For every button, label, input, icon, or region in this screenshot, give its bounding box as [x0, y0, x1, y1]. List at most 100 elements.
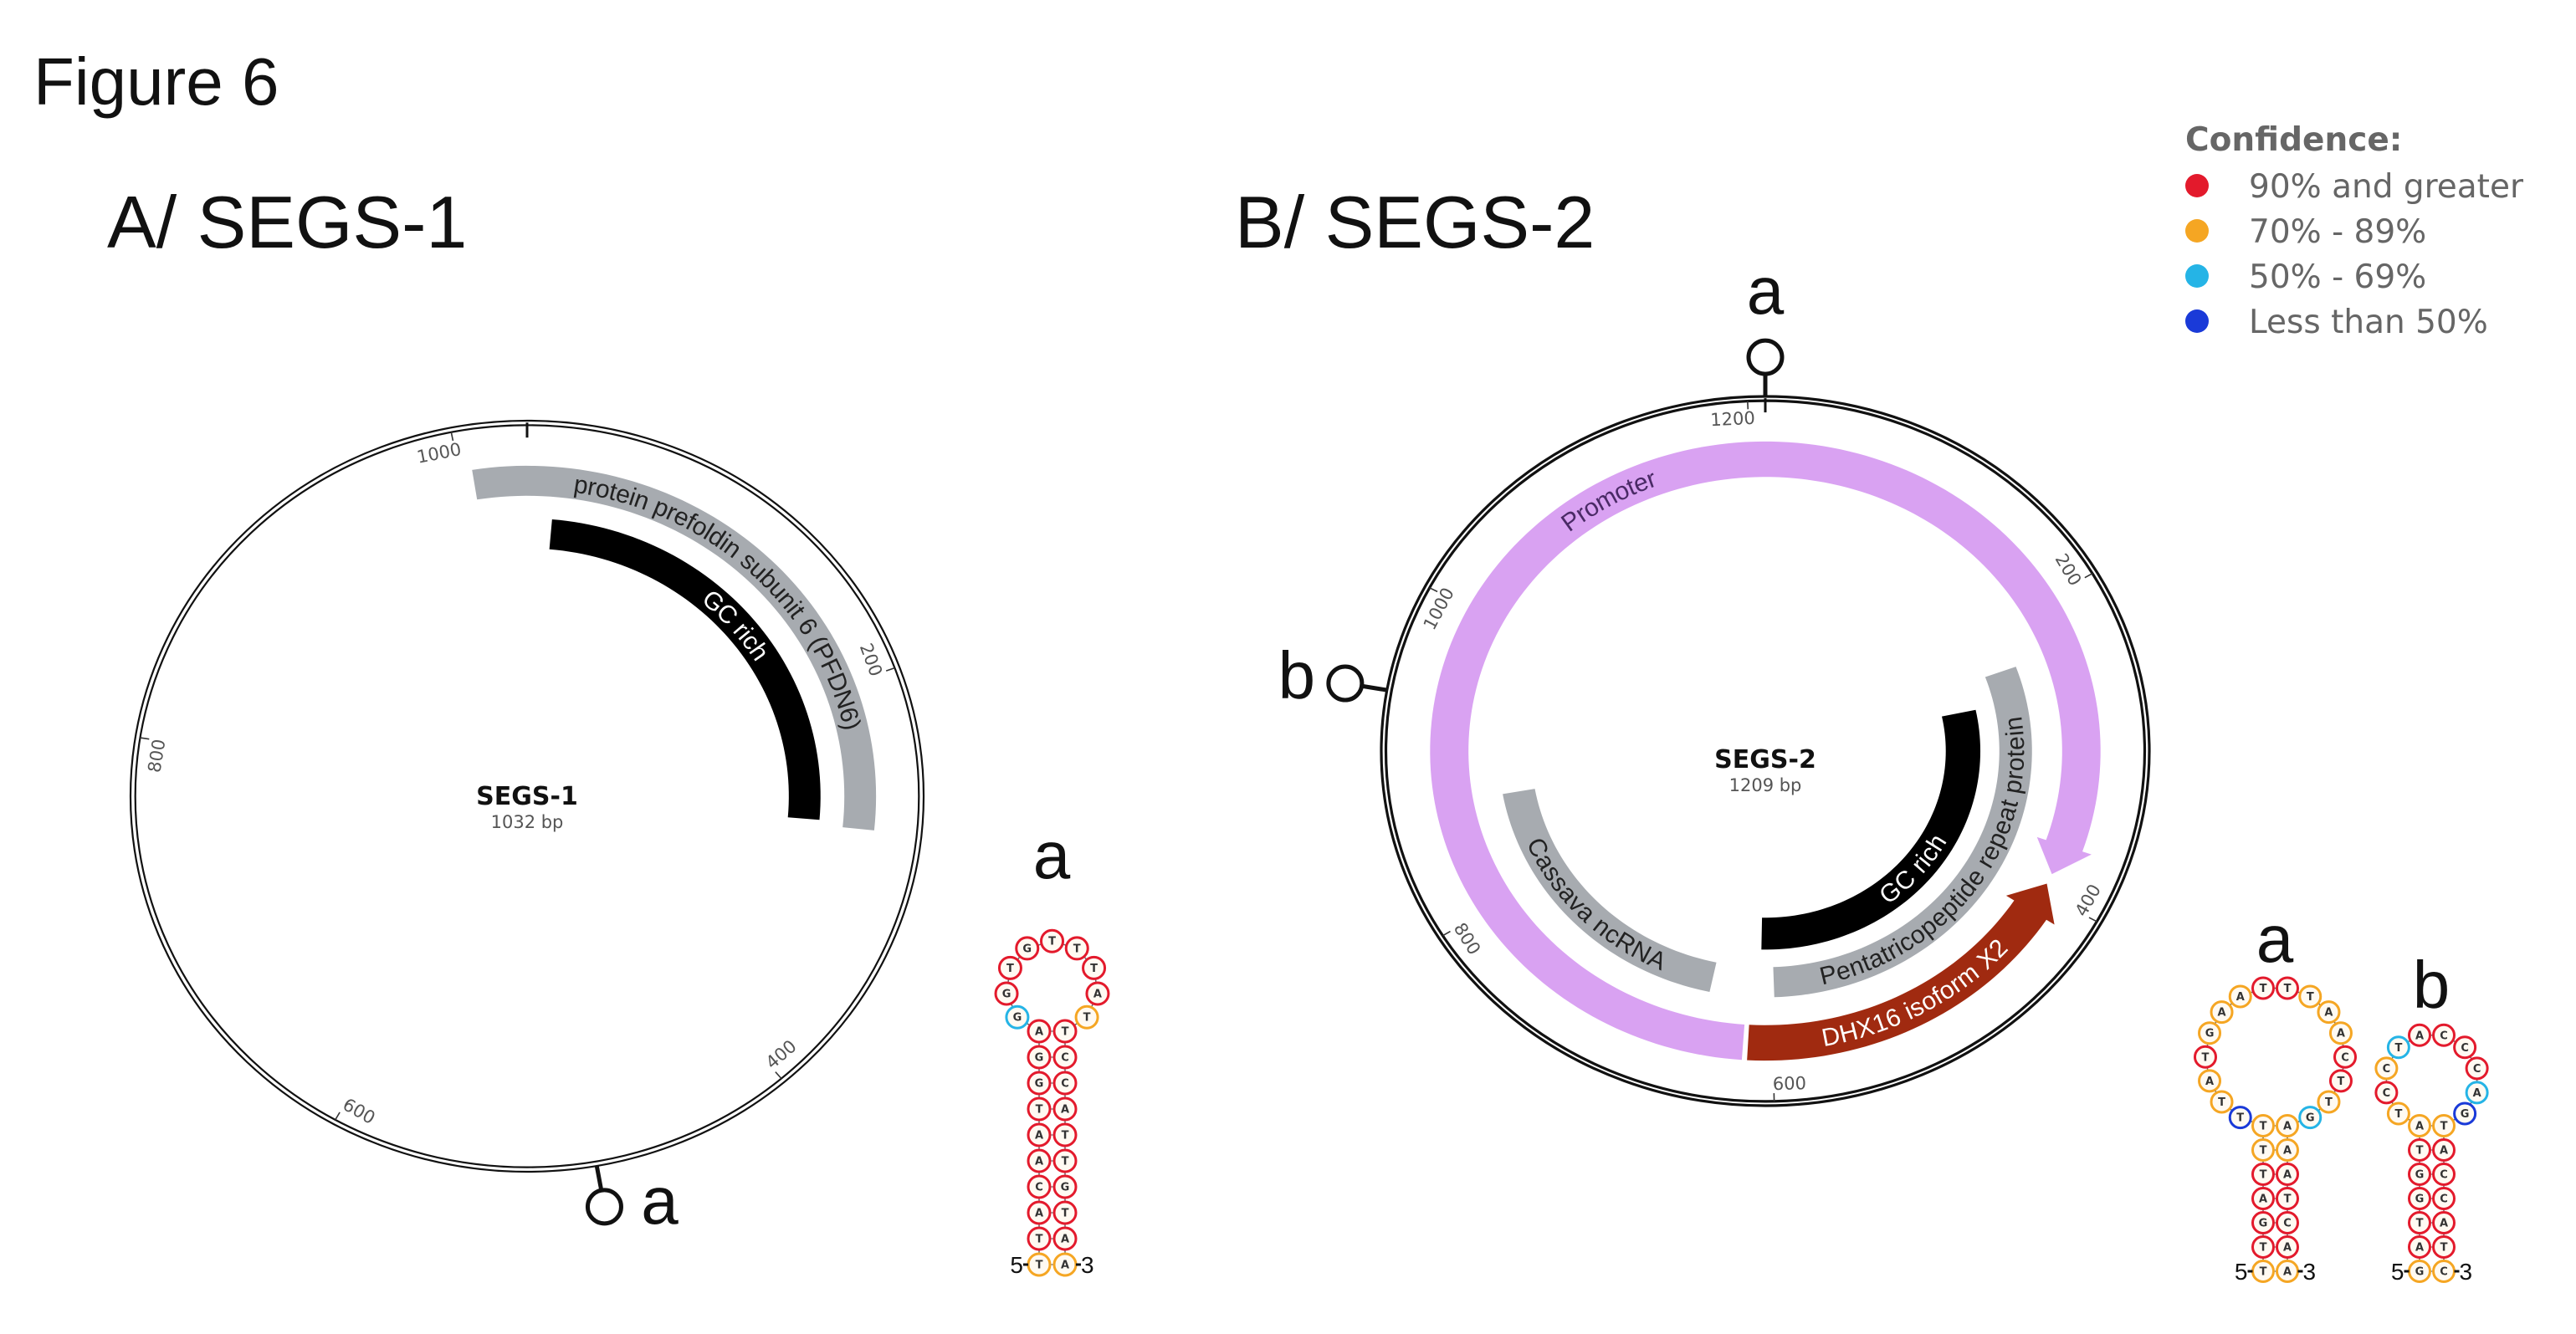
hairpin-loop-icon — [1326, 664, 1365, 703]
nucleotide — [2386, 1035, 2410, 1060]
nucleotide-letter: C — [2440, 1030, 2448, 1042]
tick-label: 1000 — [1420, 585, 1458, 633]
tick-mark — [2084, 573, 2093, 579]
nucleotide — [2276, 1114, 2299, 1137]
hairpin-loop-icon — [1746, 338, 1785, 376]
nucleotide-letter: T — [2284, 1193, 2292, 1206]
nucleotide-letter: A — [2440, 1145, 2448, 1158]
nucleotide-letter: A — [1035, 1156, 1043, 1168]
nucleotide — [1015, 936, 1040, 961]
nucleotide — [2408, 1235, 2431, 1259]
hairpin-site-label: a — [1747, 253, 1785, 328]
nucleotide-letter: G — [2415, 1266, 2425, 1279]
nucleotide — [1052, 1122, 1078, 1147]
nucleotide-letter: G — [2259, 1218, 2268, 1230]
nucleotide-letter: G — [2306, 1112, 2315, 1125]
nucleotide-letter: A — [1061, 1104, 1069, 1117]
nucleotide — [1085, 981, 1110, 1006]
nucleotide — [2317, 1000, 2341, 1025]
panel-b-label: B/ SEGS-2 — [1235, 181, 1595, 263]
nucleotide — [1052, 1071, 1078, 1096]
nucleotide-letter: T — [2416, 1145, 2424, 1158]
nucleotide — [2210, 1090, 2234, 1114]
five-prime-label: 5 — [2391, 1259, 2404, 1285]
nucleotide — [2298, 984, 2322, 1009]
nucleotide-letter: A — [1035, 1026, 1043, 1039]
nucleotide — [1027, 1122, 1052, 1147]
nucleotide-letter: G — [1002, 989, 1011, 1001]
nucleotide — [2432, 1235, 2456, 1259]
nucleotide-letter: T — [2394, 1108, 2402, 1121]
tick-mark — [1442, 930, 1451, 937]
nucleotide-letter: T — [1036, 1104, 1043, 1117]
nucleotide-letter: T — [2394, 1042, 2402, 1055]
nucleotide-letter: C — [1061, 1052, 1069, 1065]
tick-mark — [335, 1112, 341, 1121]
nucleotide-letter: A — [1061, 1260, 1069, 1272]
five-prime-label: 5 — [2235, 1259, 2248, 1285]
nucleotide — [2276, 1138, 2299, 1162]
nucleotide-letter: G — [2415, 1193, 2425, 1206]
nucleotide-letter: C — [2440, 1266, 2448, 1279]
tick-mark — [885, 667, 895, 672]
nucleotide — [1027, 1226, 1052, 1251]
nucleotide — [2251, 1187, 2275, 1210]
hairpin-label: a — [1033, 818, 1071, 892]
nucleotide-letter: A — [2415, 1242, 2424, 1255]
nucleotide-letter: A — [2259, 1193, 2267, 1206]
nucleotide — [2386, 1101, 2410, 1126]
nucleotide — [1052, 1200, 1078, 1225]
map-size: 1032 bp — [491, 812, 564, 832]
nucleotide — [2228, 984, 2252, 1009]
legend-dot-red — [2185, 174, 2209, 197]
nucleotide — [2298, 1106, 2322, 1130]
nucleotide — [2333, 1045, 2358, 1069]
nucleotide — [2465, 1056, 2489, 1081]
legend-item-label: Less than 50% — [2249, 304, 2488, 341]
nucleotide — [1027, 1071, 1052, 1096]
hairpin-site-stem — [594, 1165, 604, 1193]
nucleotide — [1027, 1200, 1052, 1225]
nucleotide — [1052, 1148, 1078, 1173]
nucleotide — [1052, 1226, 1078, 1251]
nucleotide-letter: A — [1035, 1208, 1043, 1220]
nucleotide-letter: T — [2307, 991, 2314, 1004]
nucleotide-letter: T — [2218, 1096, 2225, 1109]
feature-label: GC rich — [697, 585, 775, 666]
nucleotide-letter: C — [2440, 1169, 2448, 1182]
figure-title: Figure 6 — [33, 44, 279, 119]
nucleotide-letter: C — [2383, 1087, 2391, 1100]
map-title: SEGS-1 — [476, 782, 578, 811]
nucleotide-letter: A — [2415, 1121, 2424, 1133]
nucleotide — [1027, 1096, 1052, 1122]
nucleotide — [2276, 1187, 2299, 1210]
nucleotide — [2432, 1187, 2456, 1210]
nucleotide-letter: C — [1061, 1078, 1069, 1091]
five-prime-label: 5 — [1010, 1252, 1023, 1278]
nucleotide — [2198, 1021, 2222, 1045]
hairpin-site-label: b — [1278, 638, 1316, 713]
nucleotide — [997, 955, 1022, 980]
nucleotide-letter: T — [1062, 1208, 1069, 1220]
nucleotide — [1027, 1019, 1052, 1044]
nucleotide — [2198, 1069, 2222, 1093]
nucleotide-letter: T — [2260, 1121, 2267, 1133]
nucleotide — [2408, 1187, 2431, 1210]
nucleotide-letter: T — [1083, 1012, 1091, 1025]
legend-title: Confidence: — [2185, 121, 2402, 159]
hairpin-site-stem — [1360, 683, 1388, 693]
nucleotide-letter: T — [1062, 1130, 1069, 1142]
nucleotide-letter: A — [2337, 1028, 2345, 1040]
nucleotide — [2432, 1114, 2456, 1137]
tick-mark — [1429, 587, 1438, 593]
nucleotide — [2251, 1163, 2275, 1186]
nucleotide-letter: A — [2324, 1007, 2333, 1020]
feature-pentatricopeptide-repeat-protein — [1773, 667, 2032, 998]
nucleotide-letter: A — [2283, 1121, 2292, 1133]
plasmid-map-segs-2: SEGS-2 1209 bp 20040060080010001200Promo… — [1278, 253, 2151, 1107]
feature-gc-rich — [549, 519, 821, 820]
nucleotide — [2432, 1163, 2456, 1186]
